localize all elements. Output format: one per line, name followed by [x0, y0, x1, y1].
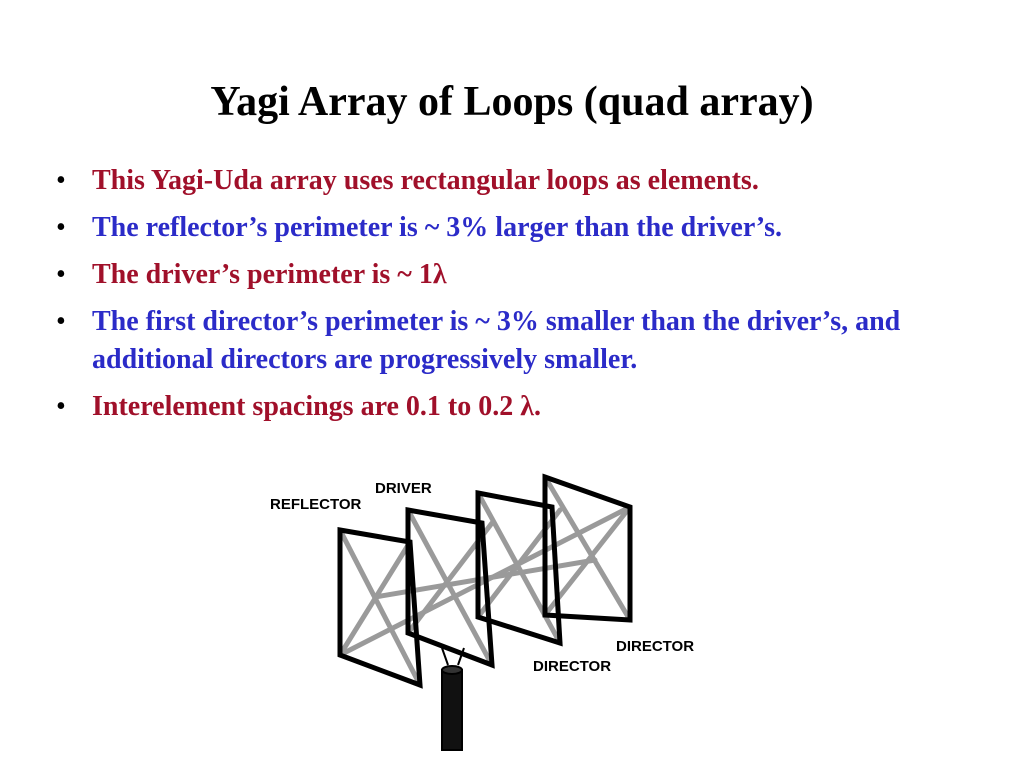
- bullet-marker: •: [56, 212, 66, 243]
- bullet-list: • This Yagi-Uda array uses rectangular l…: [52, 162, 982, 435]
- bullet-item-reflector-loops: • This Yagi-Uda array uses rectangular l…: [52, 162, 982, 200]
- feed-wires: [441, 647, 465, 666]
- loop-frames: [337, 473, 633, 689]
- crossbar-director1-a: [475, 490, 563, 646]
- director-loop-1: [475, 489, 563, 647]
- label-director-back: DIRECTOR: [616, 638, 694, 655]
- bullet-text: This Yagi-Uda array uses rectangular loo…: [92, 165, 759, 196]
- coax-cable: [441, 669, 463, 751]
- bullet-marker: •: [56, 391, 66, 422]
- bullet-item-director-perimeter: • The first director’s perimeter is ~ 3%…: [52, 303, 982, 379]
- bullet-item-reflector-perimeter: • The reflector’s perimeter is ~ 3% larg…: [52, 209, 982, 247]
- crossbar-driver-a: [405, 507, 495, 668]
- label-director-front: DIRECTOR: [533, 658, 611, 675]
- crossbar-reflector-a: [337, 527, 423, 688]
- bullet-marker: •: [56, 165, 66, 196]
- bullet-item-driver-perimeter: • The driver’s perimeter is ~ 1λ: [52, 256, 982, 294]
- director-loop-2: [542, 473, 633, 623]
- bullet-text: The first director’s perimeter is ~ 3% s…: [92, 306, 901, 375]
- label-reflector: REFLECTOR: [270, 496, 362, 513]
- bullet-text: The driver’s perimeter is ~ 1λ: [92, 259, 447, 290]
- bullet-marker: •: [56, 259, 66, 290]
- coax-top: [441, 665, 463, 675]
- quad-array-diagram: REFLECTOR DRIVER DIRECTOR DIRECTOR: [270, 473, 694, 751]
- bullet-text: Interelement spacings are 0.1 to 0.2 λ.: [92, 391, 541, 422]
- bullet-item-spacing: • Interelement spacings are 0.1 to 0.2 λ…: [52, 388, 982, 426]
- slide-title: Yagi Array of Loops (quad array): [210, 79, 814, 125]
- bullet-text: The reflector’s perimeter is ~ 3% larger…: [92, 212, 782, 243]
- crossbar-director2-a: [542, 474, 633, 623]
- bullet-marker: •: [56, 306, 66, 337]
- driver-loop: [405, 507, 495, 669]
- feed-cable: [441, 647, 465, 751]
- label-driver: DRIVER: [375, 480, 432, 497]
- reflector-loop: [337, 527, 423, 689]
